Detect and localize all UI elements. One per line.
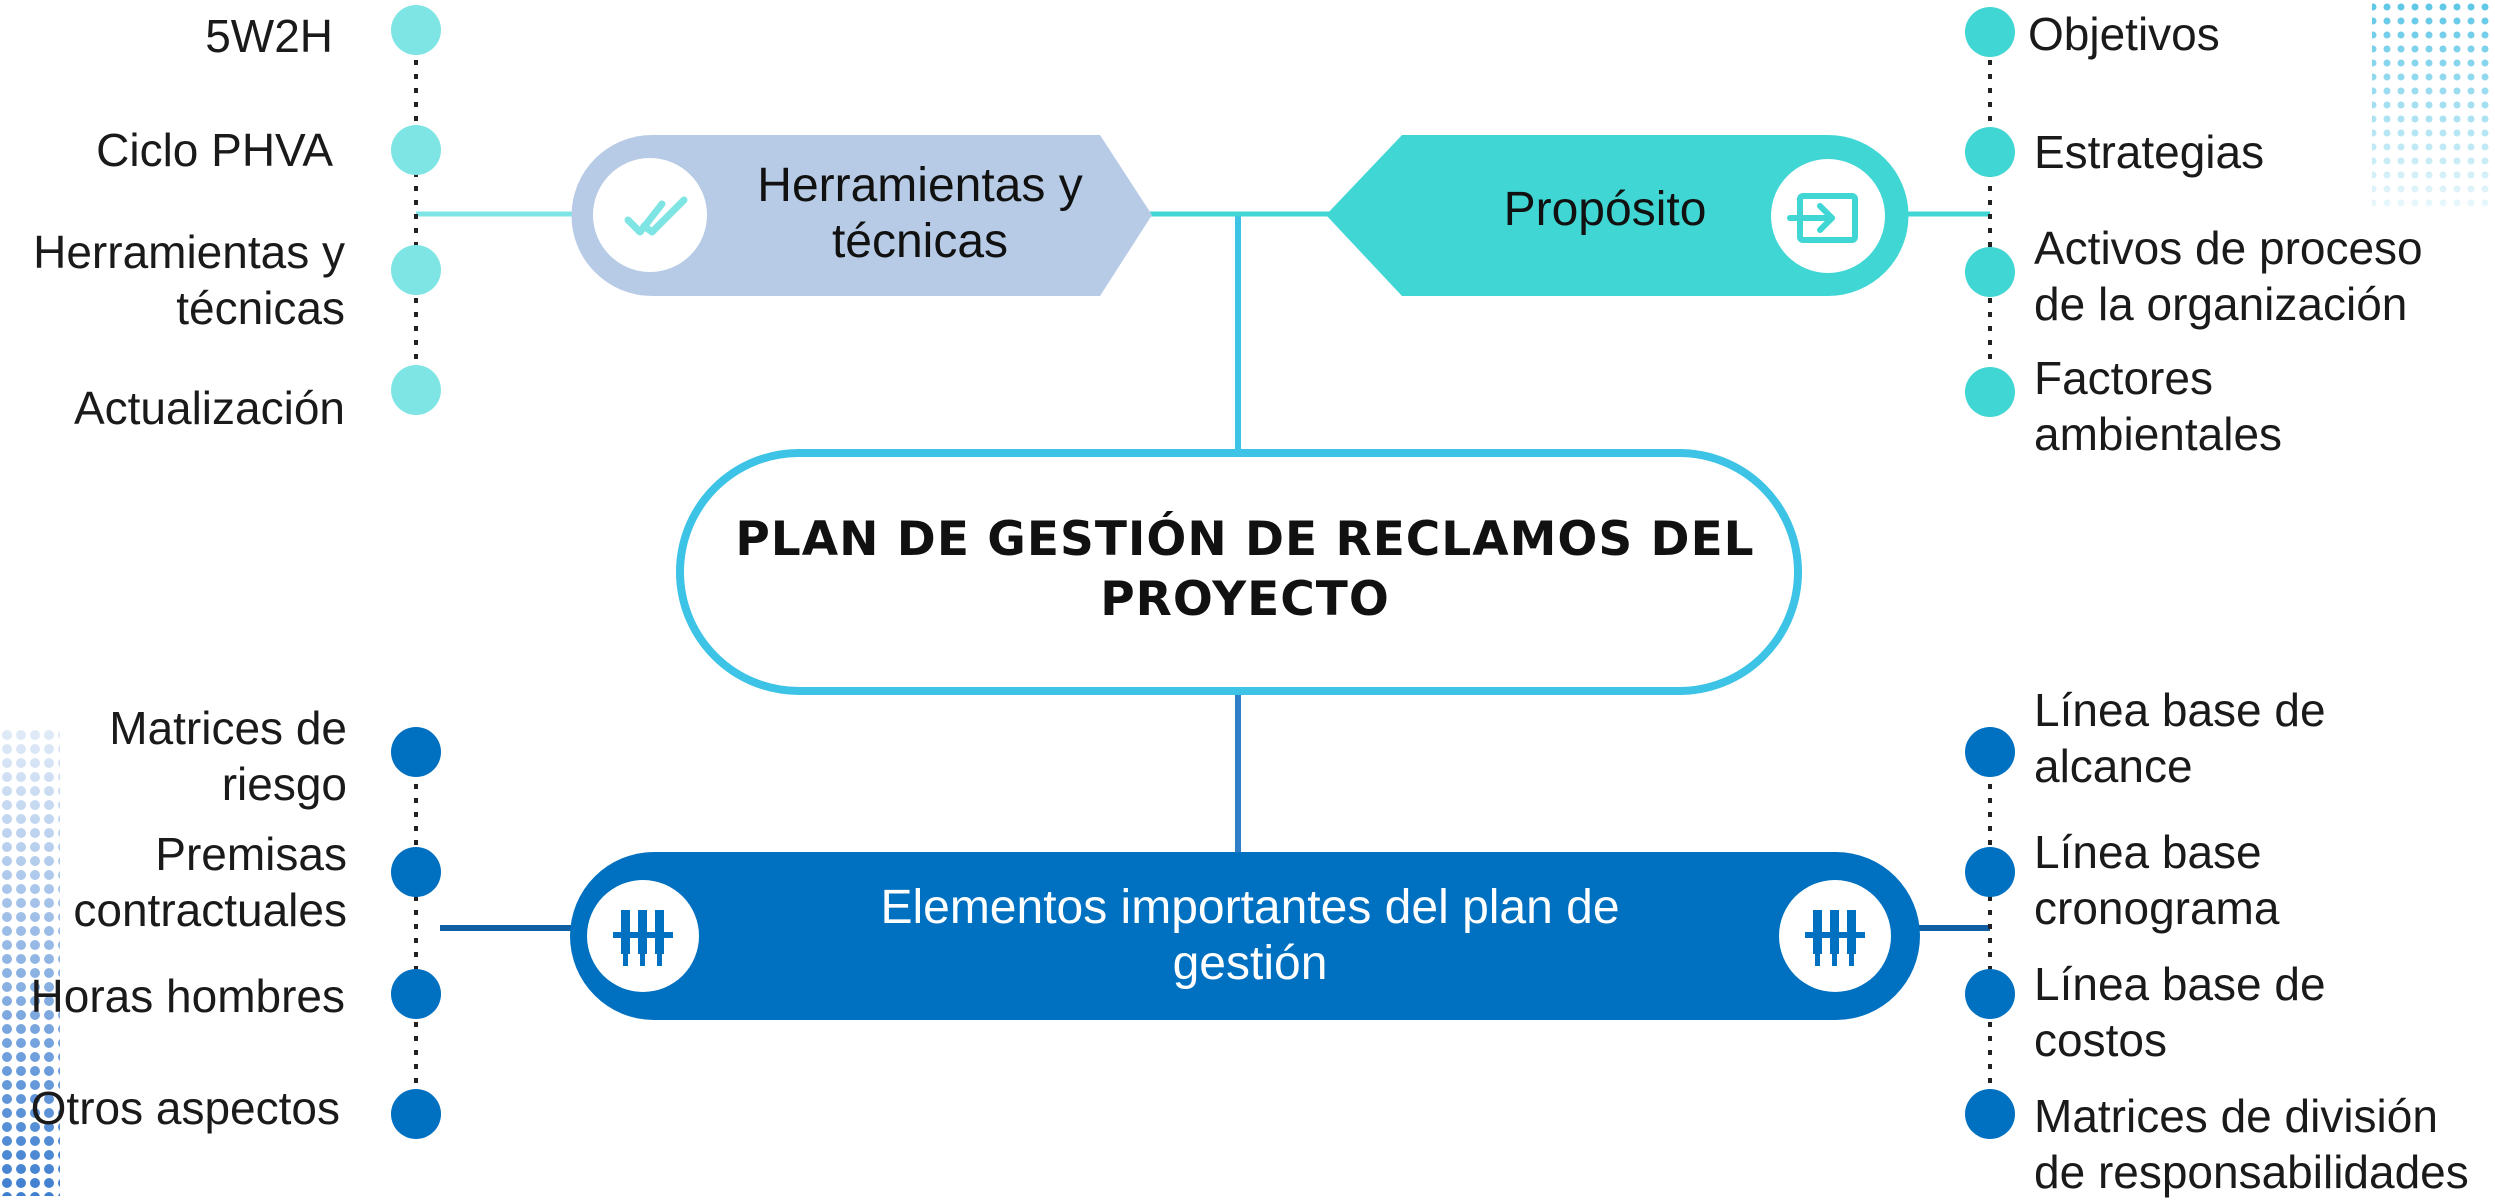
- tools-item: Actualización: [73, 382, 345, 434]
- purpose-dot: [1965, 7, 2015, 57]
- input-arrow-icon: [1787, 193, 1858, 243]
- elements-left-dot: [391, 969, 441, 1019]
- elements-right-item: Línea base de costos: [2034, 958, 2326, 1066]
- elements-left-item: Matrices de riesgo: [109, 702, 347, 810]
- elements-right-dot: [1965, 1089, 2015, 1139]
- connector-plug-icon: [1805, 910, 1865, 966]
- elements-right-dot: [1965, 847, 2015, 897]
- purpose-item: Factores ambientales: [2034, 352, 2283, 460]
- elements-right-item: Línea base cronograma: [2034, 826, 2280, 934]
- tools-dot: [391, 125, 441, 175]
- dot-pattern-bottom-left: [0, 728, 60, 1196]
- elements-left-item: Otros aspectos: [30, 1082, 340, 1134]
- elements-label: Elementos importantes del plan de gestió…: [880, 881, 1620, 990]
- purpose-item: Activos de proceso de la organización: [2034, 222, 2423, 330]
- tools-dot: [391, 245, 441, 295]
- connector-plug-icon: [613, 910, 673, 966]
- tools-dot: [391, 5, 441, 55]
- elements-right-item: Línea base de alcance: [2034, 684, 2326, 792]
- center-box: [676, 449, 1802, 695]
- tools-dot: [391, 365, 441, 415]
- elements-left-item: Horas hombres: [30, 970, 345, 1022]
- elements-right-item: Matrices de división de responsabilidade…: [2034, 1090, 2469, 1198]
- purpose-box: [1326, 135, 1909, 296]
- elements-left-item: Premisas contractuales: [73, 828, 347, 936]
- elements-box: [570, 852, 1920, 1020]
- purpose-item: Objetivos: [2028, 8, 2220, 60]
- elements-left-dot: [391, 727, 441, 777]
- tools-item: Herramientas y técnicas: [33, 226, 345, 334]
- tools-item: 5W2H: [205, 10, 333, 62]
- purpose-dot: [1965, 127, 2015, 177]
- elements-right-dot: [1965, 727, 2015, 777]
- elements-left-dot: [391, 1089, 441, 1139]
- elements-left-dot: [391, 847, 441, 897]
- elements-right-dot: [1965, 969, 2015, 1019]
- purpose-dot: [1965, 367, 2015, 417]
- double-check-icon: [624, 196, 688, 236]
- purpose-item: Estrategias: [2034, 126, 2265, 178]
- tools-label: Herramientas y técnicas: [757, 159, 1083, 268]
- page-title: PLAN DE GESTIÓN DE RECLAMOS DEL PROYECTO: [735, 512, 1755, 627]
- tools-box: [571, 135, 1152, 296]
- tools-item: Ciclo PHVA: [96, 124, 333, 176]
- dot-pattern-top-right: [2372, 0, 2495, 213]
- purpose-dot: [1965, 247, 2015, 297]
- purpose-label: Propósito: [1503, 183, 1707, 236]
